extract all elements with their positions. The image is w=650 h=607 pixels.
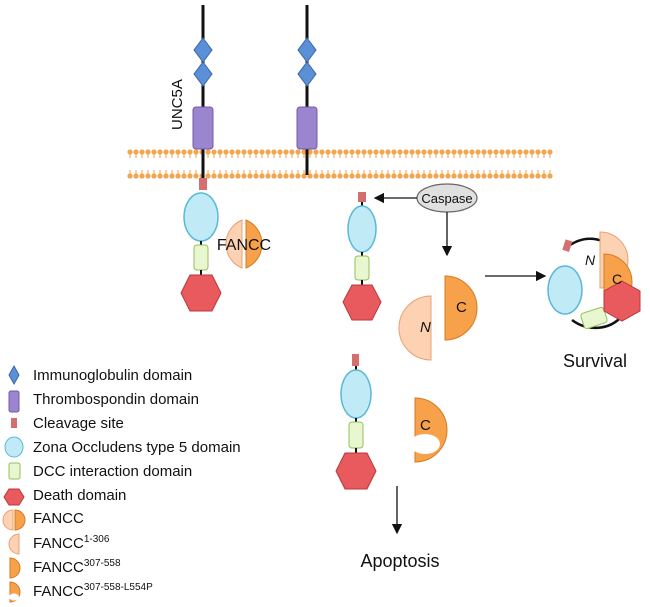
- legend-icons: [2, 364, 26, 603]
- fancc-icon: [2, 509, 14, 531]
- unc5a-receptor-intact: [180, 5, 222, 312]
- thrombospondin-domain: [192, 106, 214, 150]
- fancc-bound: [225, 219, 263, 269]
- immunoglobulin-domain: [193, 61, 213, 87]
- receptor-label: UNC5A: [169, 79, 186, 130]
- death-domain: [603, 280, 641, 322]
- zona-occludens-icon: [4, 436, 24, 458]
- cleavage-site: [199, 178, 207, 190]
- fancc-c-half: [245, 219, 263, 269]
- survival-complex: [547, 231, 641, 330]
- thrombospondin-domain: [296, 106, 318, 150]
- unc5a-receptor-second: [296, 5, 318, 175]
- immunoglobulin-domain: [297, 37, 317, 63]
- fancc-n-fragment-icon: [8, 533, 20, 555]
- cell-membrane: [127, 149, 553, 179]
- zona-occludens-domain: [347, 205, 377, 253]
- fragment-c-label: C: [456, 299, 467, 316]
- dcc-interaction-domain: [348, 421, 364, 449]
- dcc-interaction-domain: [193, 244, 209, 271]
- death-domain: [180, 274, 222, 312]
- zona-occludens-domain: [547, 265, 583, 315]
- fancc-mutant-fragment: [410, 397, 448, 463]
- zona-occludens-domain: [183, 192, 219, 242]
- fancc-c-fragment-icon: [9, 557, 21, 579]
- apoptosis-label: Apoptosis: [360, 551, 439, 571]
- cleavage-site: [358, 192, 366, 202]
- fancc-fragments: [398, 275, 478, 361]
- dcc-interaction-domain: [354, 255, 370, 281]
- fancc-c-fragment: [444, 275, 478, 341]
- cleaved-intracellular-fragment: [342, 192, 382, 321]
- cleavage-site-icon: [11, 418, 17, 428]
- dcc-interaction-domain: [580, 306, 608, 330]
- apoptotic-fragment: [335, 354, 377, 490]
- fancc-icon: [14, 509, 26, 531]
- death-domain: [342, 284, 382, 321]
- survival-c-label: C: [612, 271, 622, 287]
- death-domain: [335, 452, 377, 490]
- fragment-n-label: N: [420, 319, 431, 336]
- thrombospondin-icon: [8, 390, 20, 413]
- immunoglobulin-icon: [8, 364, 20, 386]
- immunoglobulin-domain: [297, 61, 317, 87]
- immunoglobulin-domain: [193, 37, 213, 63]
- mutant-c-label: C: [420, 417, 431, 434]
- caspase-label: Caspase: [421, 191, 472, 206]
- fancc-n-fragment: [398, 295, 432, 361]
- cleavage-site: [352, 354, 359, 366]
- fancc-n-half: [225, 219, 243, 269]
- fancc-label: FANCC: [217, 237, 271, 254]
- survival-n-label: N: [585, 252, 596, 268]
- survival-label: Survival: [563, 351, 627, 371]
- death-domain-icon: [3, 488, 25, 506]
- dcc-interaction-icon: [8, 462, 21, 480]
- zona-occludens-domain: [340, 369, 372, 419]
- cleavage-site: [562, 239, 573, 252]
